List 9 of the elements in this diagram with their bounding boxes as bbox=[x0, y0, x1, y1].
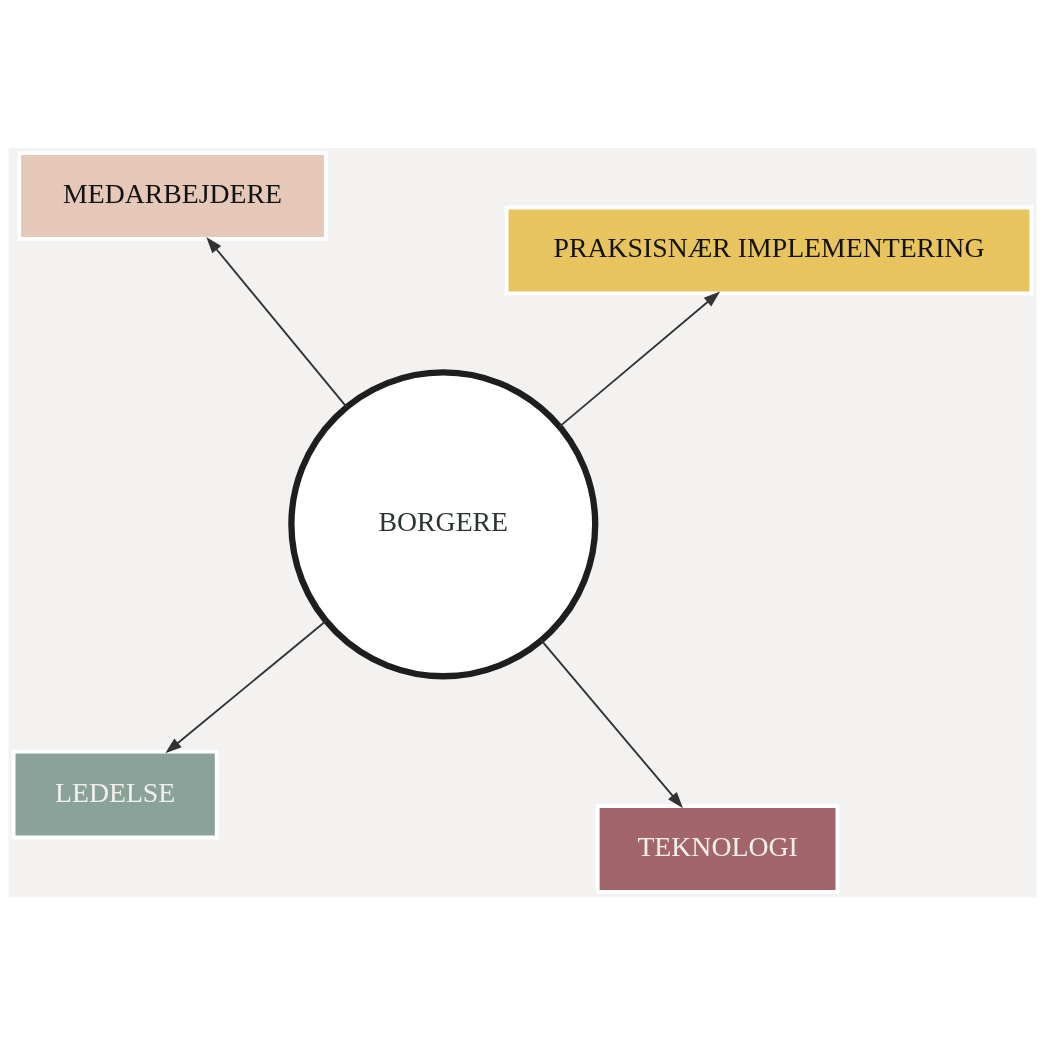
arrow bbox=[206, 236, 348, 408]
node-circle: BORGERE bbox=[288, 368, 599, 679]
arrow bbox=[540, 638, 684, 808]
arrow bbox=[165, 619, 328, 753]
arrow bbox=[558, 291, 721, 428]
node-box: MEDARBEJDERE bbox=[17, 150, 328, 241]
node-box: PRAKSISNÆR IMPLEMENTERING bbox=[504, 205, 1034, 295]
node-box: LEDELSE bbox=[11, 749, 219, 839]
node-box: TEKNOLOGI bbox=[595, 803, 840, 894]
